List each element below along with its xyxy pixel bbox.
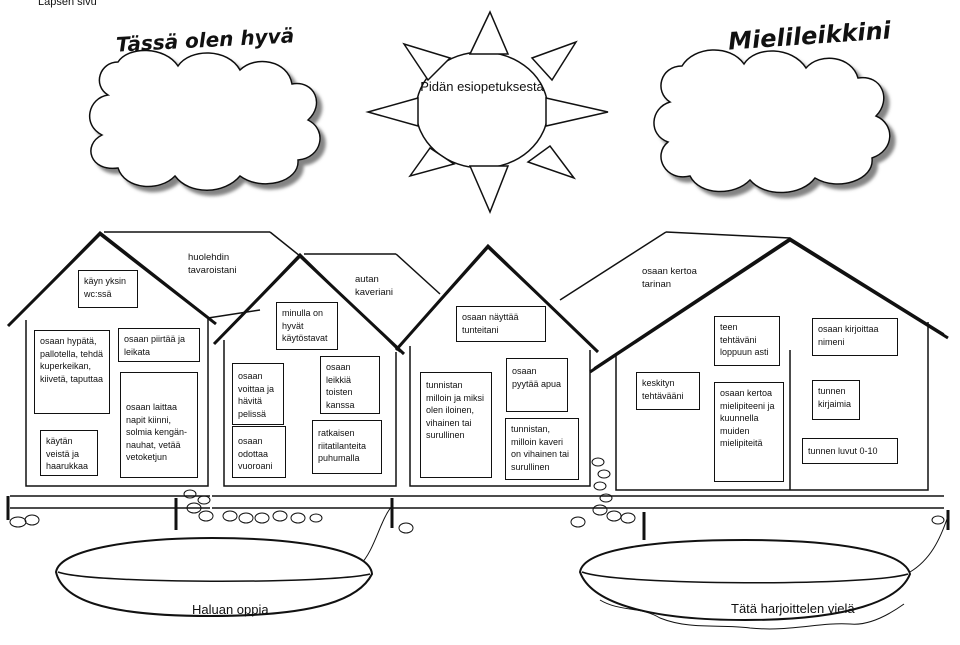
skill-box: tunnistan milloin ja miksi olen iloinen,… (420, 372, 492, 478)
sun-text: Pidän esiopetuksesta (420, 79, 544, 94)
skill-box: osaan hypätä, pallotella, tehdä kuperkei… (34, 330, 110, 414)
skill-box: osaan piirtää ja leikata (118, 328, 200, 362)
page-label: Lapsen sivu (38, 0, 97, 8)
skill-box: osaan kirjoittaa nimeni (812, 318, 898, 356)
skill-box: tunnistan, milloin kaveri on vihainen ta… (505, 418, 579, 480)
house1-roof-note: huolehdin tavaroistani (188, 252, 237, 276)
houses-illustration (6, 230, 950, 606)
skill-box: osaan kertoa mielipiteeni ja kuunnella m… (714, 382, 784, 482)
cloud-left-icon (88, 49, 321, 191)
skill-box: osaan odottaa vuoroani (232, 426, 286, 478)
sun-icon (365, 10, 609, 214)
skill-box: osaan näyttää tunteitani (456, 306, 546, 342)
skill-box: ratkaisen riitatilanteita puhumalla (312, 420, 382, 474)
house4-roof-note: osaan kertoa tarinan (642, 266, 697, 290)
boat-right-icon (578, 538, 912, 630)
skill-box: osaan leikkiä toisten kanssa (320, 356, 380, 414)
skill-box: tunnen luvut 0-10 (802, 438, 898, 464)
skill-box: minulla on hyvät käytöstavat (276, 302, 338, 350)
skill-box: keskityn tehtävääni (636, 372, 700, 410)
skill-box: osaan voittaa ja hävitä pelissä (232, 363, 284, 425)
boat-left-icon (54, 536, 374, 618)
skill-box: tunnen kirjaimia (812, 380, 860, 420)
skill-box: osaan laittaa napit kiinni, solmia kengä… (120, 372, 198, 478)
skill-box: käyn yksin wc:ssä (78, 270, 138, 308)
skill-box: teen tehtäväni loppuun asti (714, 316, 780, 366)
house2-roof-note: autan kaveriani (355, 274, 394, 298)
boat-left-label: Haluan oppia (192, 602, 269, 617)
skill-box: osaan pyytää apua (506, 358, 568, 412)
cloud-right-icon (653, 49, 891, 194)
boat-right-label: Tätä harjoittelen vielä (731, 601, 855, 616)
skill-box: käytän veistä ja haarukkaa (40, 430, 98, 476)
